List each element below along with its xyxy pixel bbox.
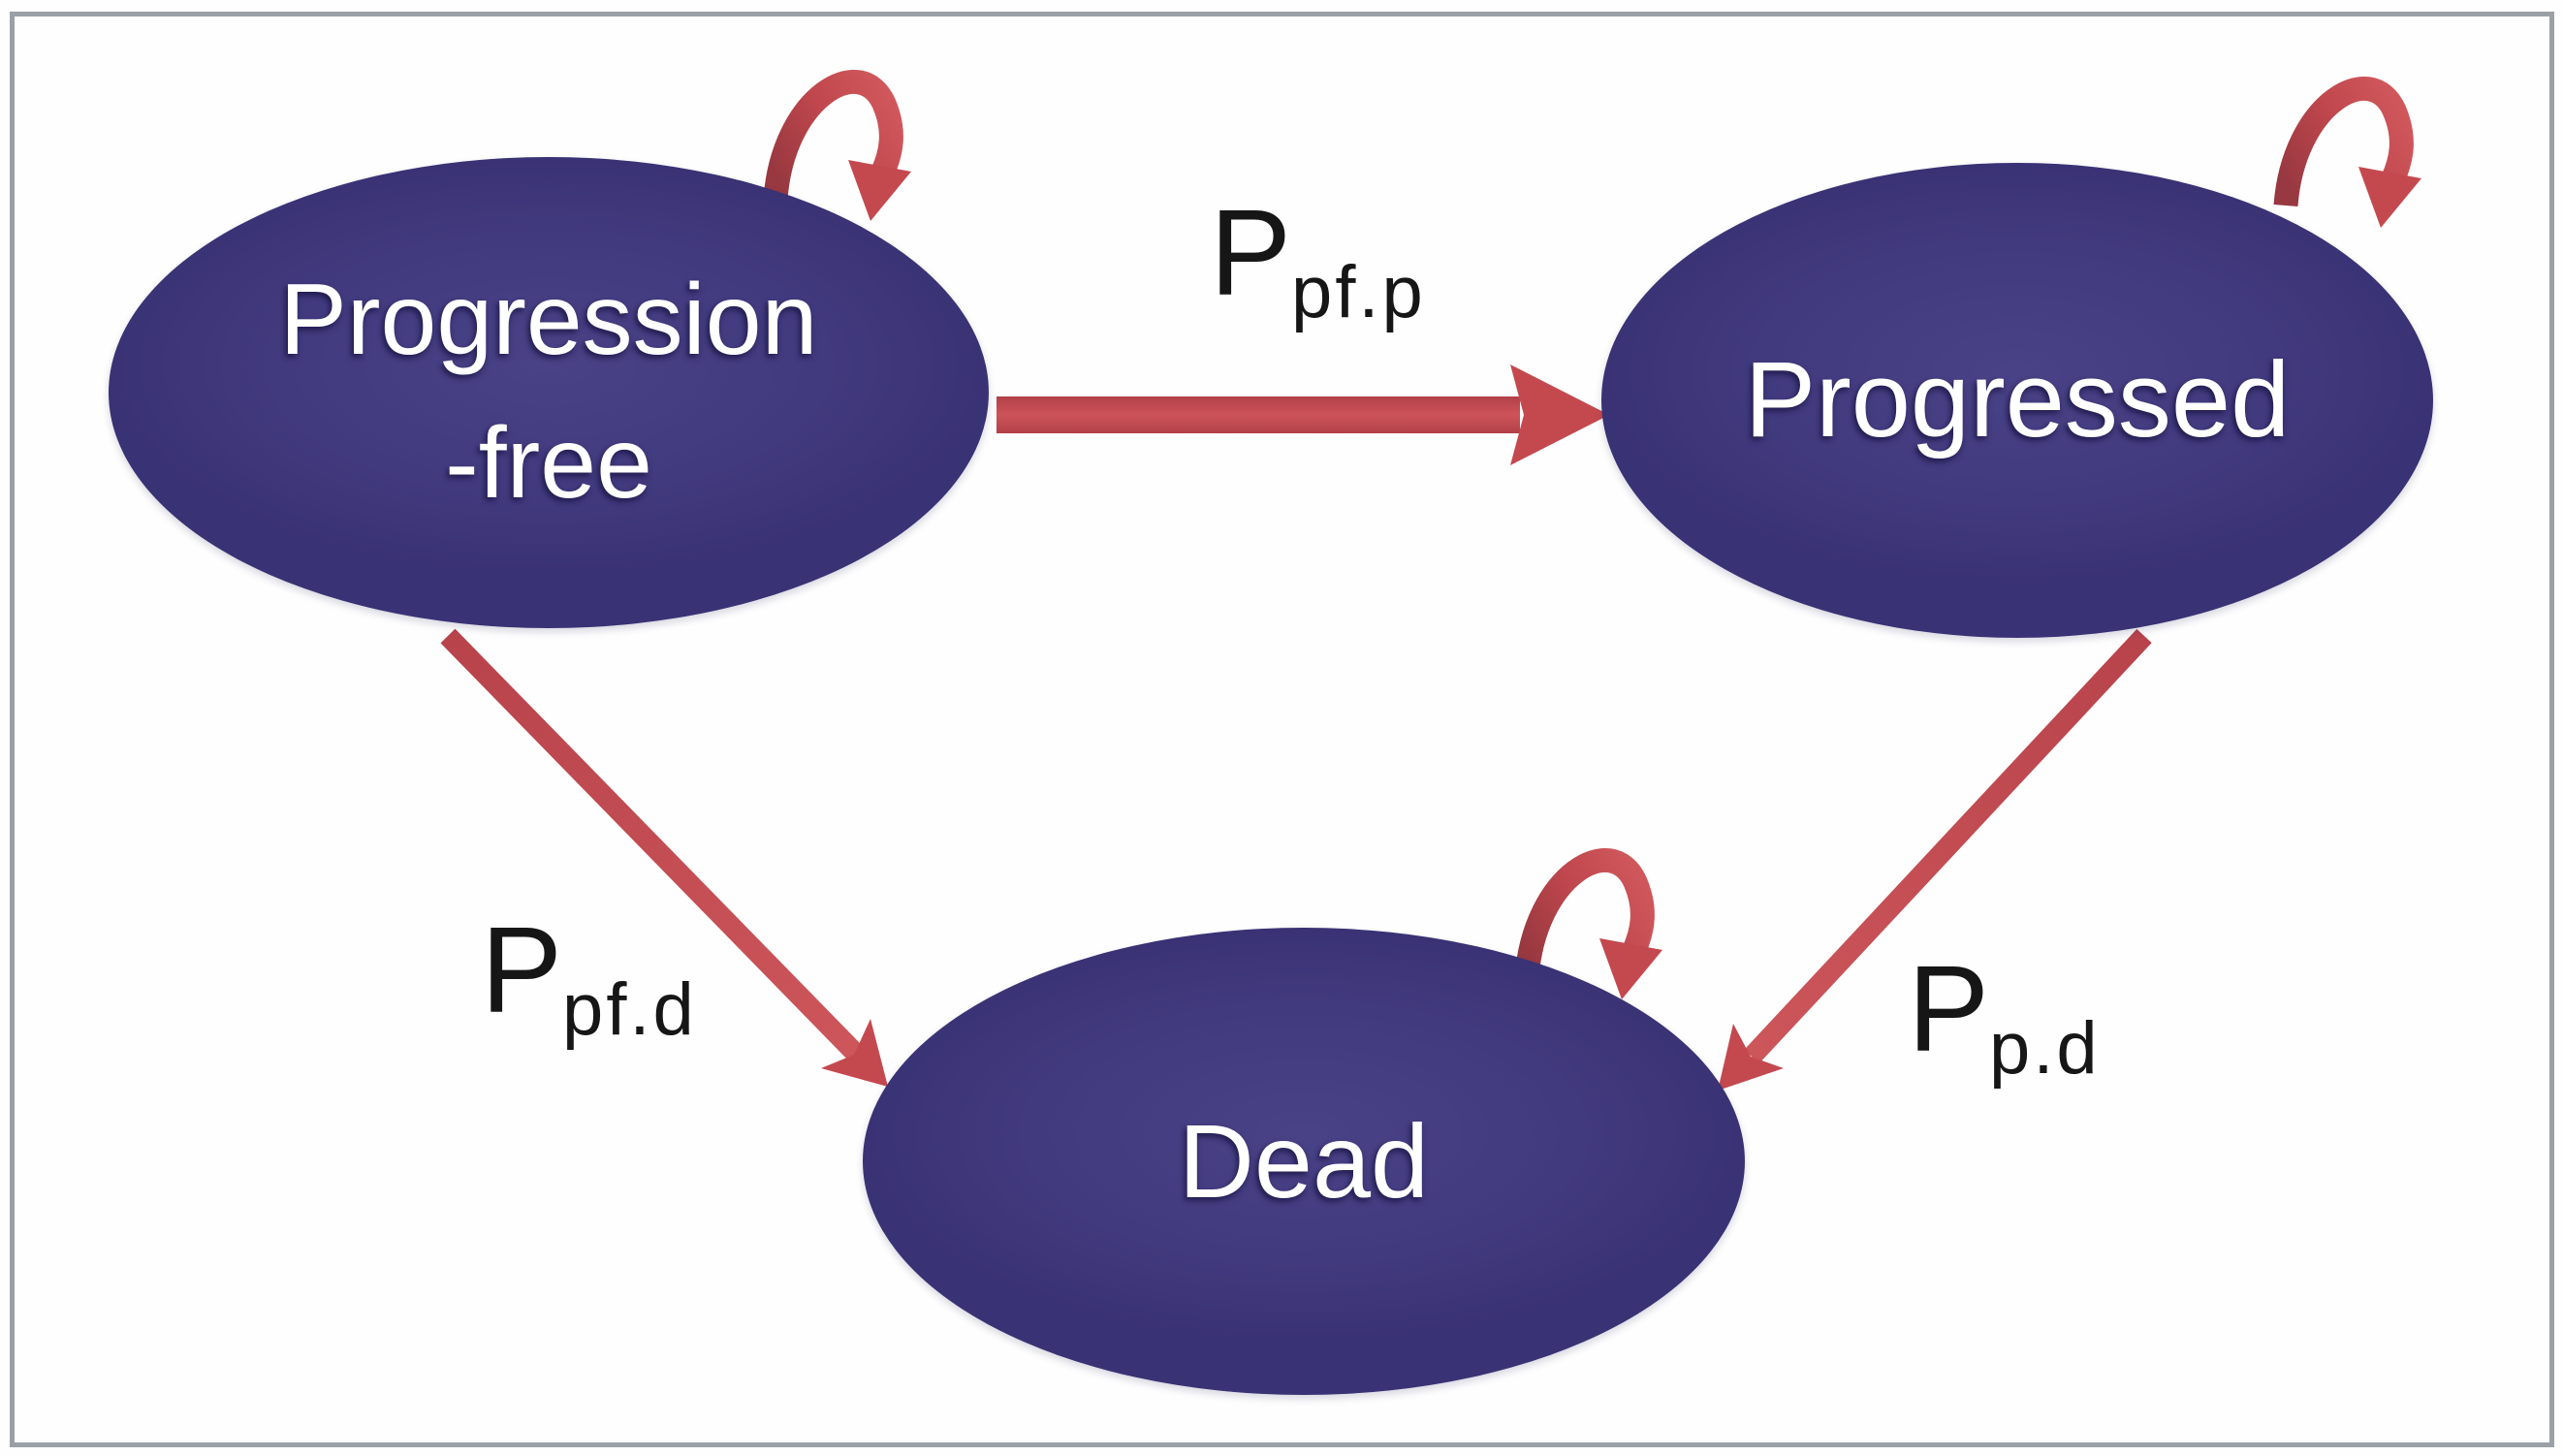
transition-arrow-progressed-to-dead <box>1718 628 2152 1091</box>
transition-label-p-d-main: P <box>1908 940 1990 1077</box>
transition-arrow-pf-to-dead <box>440 628 888 1087</box>
self-loop-arrow-progression-free <box>763 70 911 221</box>
transition-label-pf-p-main: P <box>1210 184 1292 321</box>
transition-label-pf-d-subscript: pf.d <box>562 967 697 1051</box>
self-loop-arrow-dead <box>1514 848 1662 999</box>
state-label-progression-free-line1: Progression <box>279 264 818 377</box>
self-loop-arrow-progressed <box>2273 77 2421 228</box>
transition-label-pf-d: Ppf.d <box>481 900 697 1052</box>
transition-label-p-d: Pp.d <box>1908 938 2101 1091</box>
state-ellipse-dead: Dead <box>863 928 1745 1395</box>
state-label-progressed: Progressed <box>1744 339 2291 459</box>
transition-arrow-pf-to-progressed <box>997 364 1609 465</box>
transition-label-p-d-subscript: p.d <box>1989 1006 2101 1090</box>
transition-label-pf-p: Ppf.p <box>1210 182 1426 334</box>
state-label-dead: Dead <box>1178 1102 1430 1220</box>
state-ellipse-progressed: Progressed <box>1601 163 2433 638</box>
transition-label-pf-p-subscript: pf.p <box>1291 250 1426 333</box>
transition-label-pf-d-main: P <box>481 902 563 1038</box>
state-ellipse-progression-free: Progression -free <box>109 157 989 628</box>
state-label-progression-free-line2: -free <box>445 407 652 520</box>
